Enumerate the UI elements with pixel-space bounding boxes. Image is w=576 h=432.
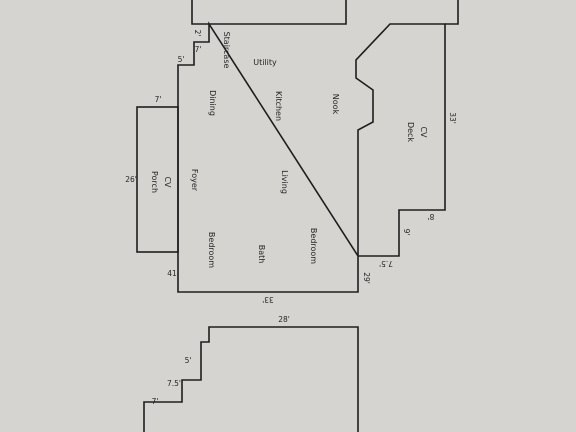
dimension-label: 7' — [195, 45, 202, 54]
room-label-utility: Utility — [253, 58, 277, 67]
room-label-cv-deck-line1: CV — [419, 126, 428, 138]
room-label-dining: Dining — [208, 90, 217, 116]
dimension-label: 7.5' — [379, 259, 393, 268]
room-label-foyer: Foyer — [190, 169, 199, 192]
cv-porch-outline — [136, 106, 179, 253]
room-label-bedroom-right: Bedroom — [309, 228, 318, 264]
dimension-label: 26' — [125, 175, 137, 184]
dimension-label: 8' — [428, 212, 435, 221]
room-label-cv-porch-line1: CV — [163, 176, 172, 188]
upper-right-outline — [445, 0, 459, 25]
dimension-label: 33' — [262, 295, 274, 304]
dimension-label: 29' — [362, 272, 371, 284]
dimension-label: 2' — [193, 30, 202, 37]
dimension-label: 7' — [152, 397, 159, 406]
dimension-label: 7' — [155, 95, 162, 104]
dimension-label: 5' — [178, 55, 185, 64]
room-label-kitchen: Kitchen — [274, 91, 283, 121]
dimension-label: 7.5' — [167, 379, 181, 388]
room-label-cv-porch-line2: Porch — [150, 171, 159, 193]
room-label-living: Living — [280, 170, 289, 194]
upper-left-outline — [191, 0, 347, 25]
room-label-staircase: Staircase — [222, 32, 231, 69]
dimension-label: 33' — [448, 112, 457, 124]
room-label-bedroom-left: Bedroom — [207, 232, 216, 268]
dimension-label: 28' — [278, 315, 290, 324]
dimension-label: 9' — [402, 229, 411, 236]
dimension-label: 41' — [167, 269, 179, 278]
lower-floor-outline — [143, 326, 359, 432]
room-label-nook: Nook — [331, 94, 340, 115]
room-label-cv-deck-line2: Deck — [406, 122, 415, 142]
dimension-label: 5' — [185, 356, 192, 365]
room-label-bath: Bath — [257, 245, 266, 264]
main-floor-outline — [177, 21, 446, 293]
